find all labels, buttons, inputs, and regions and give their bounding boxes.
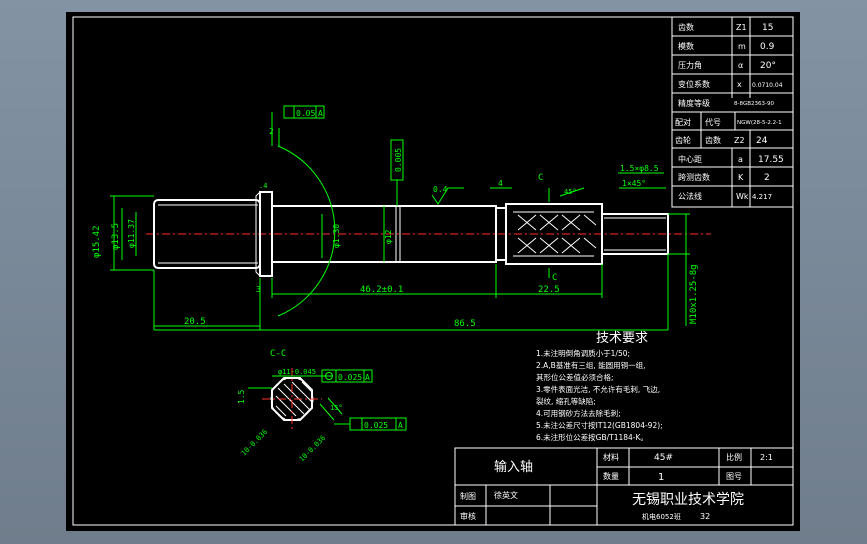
technical-requirements: 技术要求 1.未注明倒角调质小于1/50; 2.A,B基准有三组, 能圆用铜一组… [536,331,663,442]
section-dim1: φ11-0.045 [278,368,316,376]
gear-row-accuracy-label: 精度等级 [678,98,710,108]
inner-border [72,16,794,526]
dim-d1: φ15.42 [92,225,102,258]
gear-row-mate-code: 代号 [705,117,721,127]
dim-d2: φ13.5 [111,223,121,250]
dim-l7: 4 [498,179,503,188]
gear-row-shift-symbol: x [737,80,742,89]
gear-row-wk-symbol: Wk [736,192,749,201]
gear-parameter-table: 齿数 Z1 15 模数 m 0.9 压力角 α 20° 变位系数 x 0.071… [671,16,794,208]
dim-d4: φ12 [384,229,393,244]
section-view-cc: C-C φ11-0.045 0.025 A 1.5 10-0.036 10-0.… [237,349,407,463]
tech-req-line-6: 4.可用钢砂方法去除毛刺; [536,408,621,418]
gear-row-gear-teeth-label: 齿数 [705,135,721,145]
material-label: 材料 [603,452,619,462]
tol-value-2: 0.005 [394,148,403,172]
dim-thread: M10x1.25-8g [689,264,699,324]
section-mark-bottom: C [552,273,557,283]
dim-chamfer1: 1.5×φ8.5 [620,164,659,173]
section-datum2: A [398,421,403,430]
gear-row-gear-label: 齿轮 [675,135,691,145]
section-tol2: 0.025 [364,421,388,430]
tech-req-line-8: 6.未注形位公差按GB/T1184-K。 [536,432,648,442]
gear-row-mate-value: NGW(28-5-2.2-1 [737,120,782,126]
gear-row-wk-label: 公法线 [678,191,702,201]
drawing-no-label: 图号 [726,472,742,481]
section-title: C-C [270,349,286,359]
section-dim4: 1.5 [237,389,246,404]
dim-l6: 2 [269,127,274,136]
dim-l1: 20.5 [184,317,206,327]
gear-row-teeth-label: 齿数 [678,22,694,32]
tol-frame-1 [283,105,325,119]
rough-mark: 0.4 [433,185,448,194]
title-block: 输入轴 材料 45# 比例 2:1 数量 1 图号 制图 徐英文 审核 无锡职业… [454,447,794,526]
section-angle: 15° [330,404,343,412]
section-datum: A [365,373,370,382]
student-number: 32 [700,512,710,521]
tech-req-line-7: 5.未注公差尺寸按IT12(GB1804-92); [536,420,663,430]
gear-row-center-symbol: a [738,155,743,164]
gear-row-center-label: 中心距 [678,154,702,164]
gear-row-span-symbol: K [738,173,744,182]
dim-l2: 46.2±0.1 [360,285,403,295]
drawing-sheet: 齿数 Z1 15 模数 m 0.9 压力角 α 20° 变位系数 x 0.071… [66,12,800,531]
gear-row-module-symbol: m [738,42,746,51]
tech-req-line-5: 裂纹, 缩孔等缺陷; [536,396,596,406]
gear-row-z2: Z2 [734,136,745,145]
gear-row-module-value: 0.9 [760,42,775,52]
ratio-value: 2:1 [760,453,773,462]
section-tol: 0.025 [338,373,362,382]
tech-req-line-1: 1.未注明倒角调质小于1/50; [536,348,630,358]
class-name: 机电6052班 [642,512,681,521]
drafter-label: 制图 [460,491,476,501]
section-mark-top: C [538,173,543,183]
tech-req-line-2: 2.A,B基准有三组, 能圆用铜一组, [536,360,645,370]
dim-d3: φ11.37 [127,219,136,248]
gear-row-pressure-angle-label: 压力角 [678,60,702,70]
material-value: 45# [654,453,673,463]
qty-value: 1 [658,472,664,483]
gear-row-accuracy-value: 8-8GB2363-90 [734,101,774,107]
part-name: 输入轴 [494,459,533,475]
school-name: 无锡职业技术学院 [632,492,744,508]
gear-row-span-label: 跨测齿数 [678,172,710,182]
gear-row-wk-value: 4.217 [752,193,772,201]
gear-row-module-label: 模数 [678,41,694,51]
tol-datum-1: A [318,109,323,118]
gear-row-pressure-angle-symbol: α [738,61,743,70]
section-dim3: 10-0.036 [298,434,327,463]
gear-row-span-value: 2 [764,173,770,183]
gear-row-z2-value: 24 [756,136,768,146]
shaft-main-view [146,191,711,277]
dim-l4: 86.5 [454,319,476,329]
qty-label: 数量 [603,471,619,481]
section-dim2: 10-0.036 [240,428,269,457]
tech-req-line-3: 其形位公差值必须合格; [536,372,614,382]
tech-req-title: 技术要求 [596,331,648,346]
gear-row-pressure-angle-value: 20° [760,61,776,71]
angle-mark: 45° [564,188,577,196]
dim-chamfer2: 1×45° [622,179,646,188]
dim-l3: 22.5 [538,285,560,295]
tol-value-1: 0.05 [296,109,315,118]
gear-row-mate-label: 配对 [675,117,691,127]
tech-req-line-4: 3.零件表面光洁, 不允许有毛刺, 飞边, [536,384,660,394]
gear-row-shift-value: 0.0710.04 [752,82,783,89]
gear-row-shift-label: 变位系数 [678,79,710,89]
dim-l5: 3 [256,285,261,294]
drawing-canvas: 齿数 Z1 15 模数 m 0.9 压力角 α 20° 变位系数 x 0.071… [72,16,794,526]
checker-label: 审核 [460,511,476,521]
dim-chamfer-flange: .4 [259,182,267,190]
gear-row-teeth-value: 15 [762,23,773,33]
ratio-label: 比例 [726,452,742,462]
gear-row-teeth-symbol: Z1 [736,23,747,32]
dimension-annotations: φ15.42 φ13.5 φ11.37 2 0.05 A .4 φ1.30 φ1… [92,105,699,331]
gear-row-center-value: 17.55 [758,155,784,165]
dim-flat: φ1.30 [332,224,341,248]
drafter-name: 徐英文 [494,490,518,500]
